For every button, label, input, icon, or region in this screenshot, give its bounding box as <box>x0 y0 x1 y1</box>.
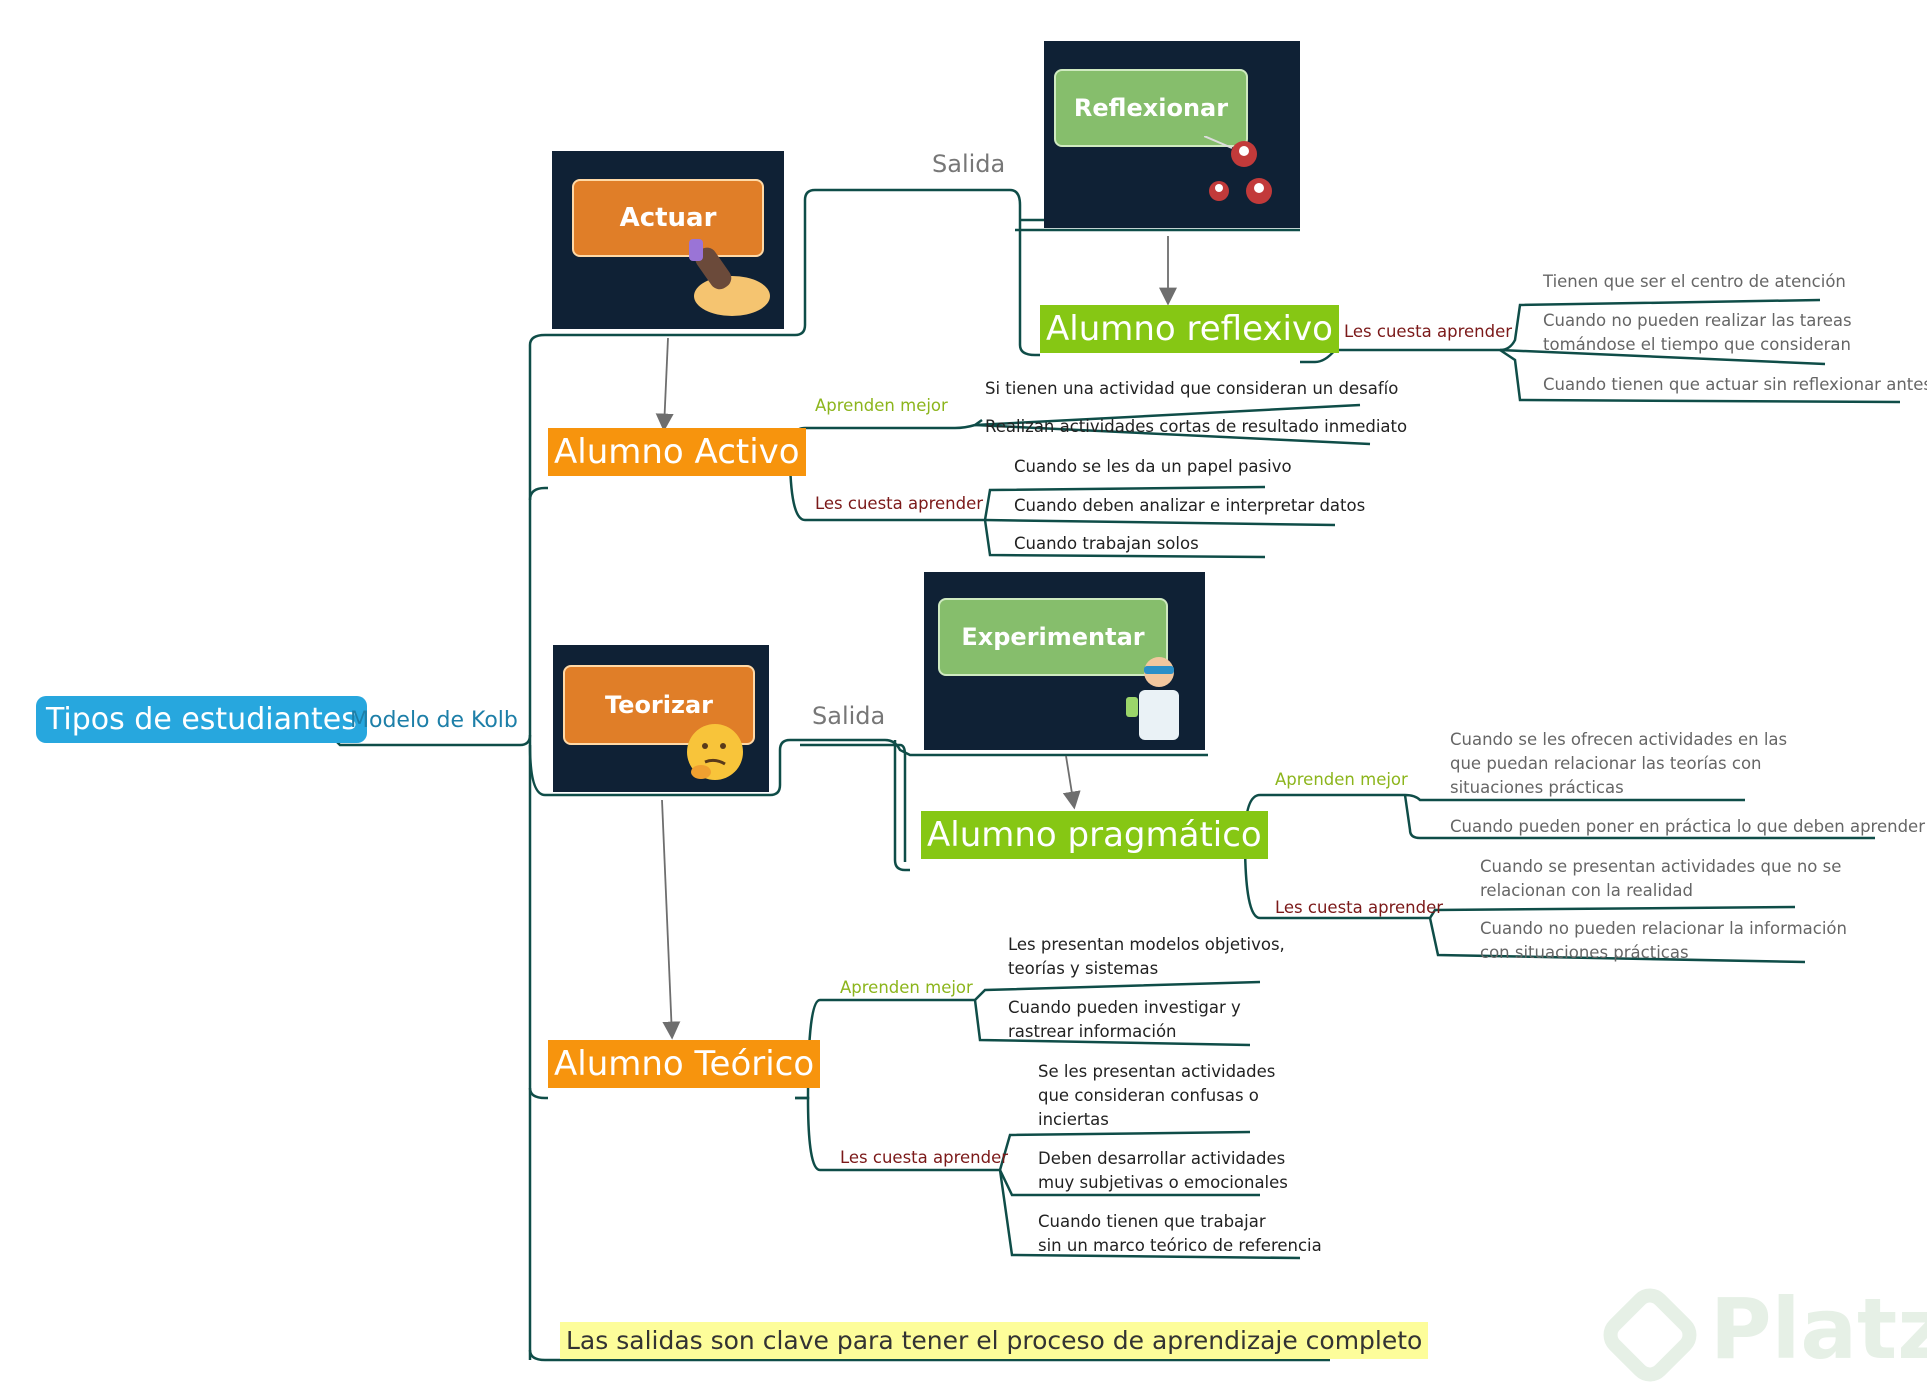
reflexivo-hard-item[interactable]: tomándose el tiempo que consideran <box>1543 335 1851 354</box>
note-salidas[interactable]: Las salidas son clave para tener el proc… <box>560 1322 1429 1359</box>
reflexivo-hard-item[interactable]: Cuando no pueden realizar las tareas <box>1543 311 1852 330</box>
activo-hard-label[interactable]: Les cuesta aprender <box>815 494 984 513</box>
pragmatico-learn-item[interactable]: Cuando pueden poner en práctica lo que d… <box>1450 817 1925 836</box>
hand-icon <box>689 239 770 316</box>
teorico-learn-item[interactable]: Cuando pueden investigar y <box>1008 998 1241 1017</box>
reflexionar-button-graphic: Reflexionar <box>1054 69 1248 147</box>
teorico-learn-item[interactable]: Les presentan modelos objetivos, <box>1008 935 1285 954</box>
teorico-learn-item[interactable]: teorías y sistemas <box>1008 959 1159 978</box>
teorico-hard-label[interactable]: Les cuesta aprender <box>840 1148 1009 1167</box>
teorico-learn-best-label[interactable]: Aprenden mejor <box>840 978 973 997</box>
activo-learn-item[interactable]: Si tienen una actividad que consideran u… <box>985 379 1399 398</box>
experimentar-button-graphic: Experimentar <box>938 598 1168 676</box>
salida-label-actuar: Salida <box>932 150 1006 178</box>
pragmatico-learn-best-label[interactable]: Aprenden mejor <box>1275 770 1408 789</box>
pragmatico-hard-item[interactable]: Cuando no pueden relacionar la informaci… <box>1480 919 1847 938</box>
topic-alumno-pragmatico[interactable]: Alumno pragmático <box>921 811 1268 859</box>
teorico-hard-item[interactable]: inciertas <box>1038 1110 1109 1129</box>
experimentar-image: Experimentar <box>924 572 1205 750</box>
teorico-learn-item[interactable]: rastrear información <box>1008 1022 1177 1041</box>
scientist-icon <box>1126 657 1179 740</box>
pragmatico-hard-item[interactable]: relacionan con la realidad <box>1480 881 1694 900</box>
teorico-hard-item[interactable]: Cuando tienen que trabajar <box>1038 1212 1266 1231</box>
pragmatico-hard-item[interactable]: con situaciones prácticas <box>1480 943 1689 962</box>
reflexivo-hard-label[interactable]: Les cuesta aprender <box>1344 322 1513 341</box>
platzi-logo-icon <box>1603 1288 1697 1382</box>
pragmatico-learn-item[interactable]: que puedan relacionar las teorías con <box>1450 754 1762 773</box>
topic-alumno-reflexivo[interactable]: Alumno reflexivo <box>1040 305 1339 353</box>
topic-alumno-teorico[interactable]: Alumno Teórico <box>548 1040 821 1088</box>
topic-alumno-activo[interactable]: Alumno Activo <box>548 428 806 476</box>
reflexivo-hard-item[interactable]: Tienen que ser el centro de atención <box>1543 272 1846 291</box>
actuar-button-graphic: Actuar <box>572 179 764 257</box>
root-topic[interactable]: Tipos de estudiantes <box>36 696 367 743</box>
activo-learn-item[interactable]: Realizan actividades cortas de resultado… <box>985 417 1408 436</box>
teorico-hard-item[interactable]: sin un marco teórico de referencia <box>1038 1236 1322 1255</box>
thinking-face-icon <box>687 724 743 780</box>
activo-learn-best-label[interactable]: Aprenden mejor <box>815 396 948 415</box>
teorizar-image: Teorizar <box>553 645 769 792</box>
teorico-hard-item[interactable]: que consideran confusas o <box>1038 1086 1259 1105</box>
pragmatico-hard-label[interactable]: Les cuesta aprender <box>1275 898 1444 917</box>
activo-hard-item[interactable]: Cuando trabajan solos <box>1014 534 1199 553</box>
platzi-watermark: Platzi <box>1710 1280 1927 1378</box>
branch-label[interactable]: Modelo de Kolb <box>350 708 518 733</box>
salida-label-teorizar: Salida <box>812 702 886 730</box>
pragmatico-hard-item[interactable]: Cuando se presentan actividades que no s… <box>1480 857 1842 876</box>
activo-hard-item[interactable]: Cuando deben analizar e interpretar dato… <box>1014 496 1366 515</box>
activo-hard-item[interactable]: Cuando se les da un papel pasivo <box>1014 457 1292 476</box>
teorico-hard-item[interactable]: Se les presentan actividades <box>1038 1062 1276 1081</box>
reflexivo-hard-item[interactable]: Cuando tienen que actuar sin reflexionar… <box>1543 375 1927 394</box>
pragmatico-learn-item[interactable]: situaciones prácticas <box>1450 778 1624 797</box>
actuar-image: Actuar <box>552 151 784 329</box>
teorico-hard-item[interactable]: Deben desarrollar actividades <box>1038 1149 1286 1168</box>
reflexionar-image: Reflexionar <box>1044 41 1300 228</box>
people-network-icon <box>1204 136 1272 204</box>
pragmatico-learn-item[interactable]: Cuando se les ofrecen actividades en las <box>1450 730 1788 749</box>
teorico-hard-item[interactable]: muy subjetivas o emocionales <box>1038 1173 1288 1192</box>
